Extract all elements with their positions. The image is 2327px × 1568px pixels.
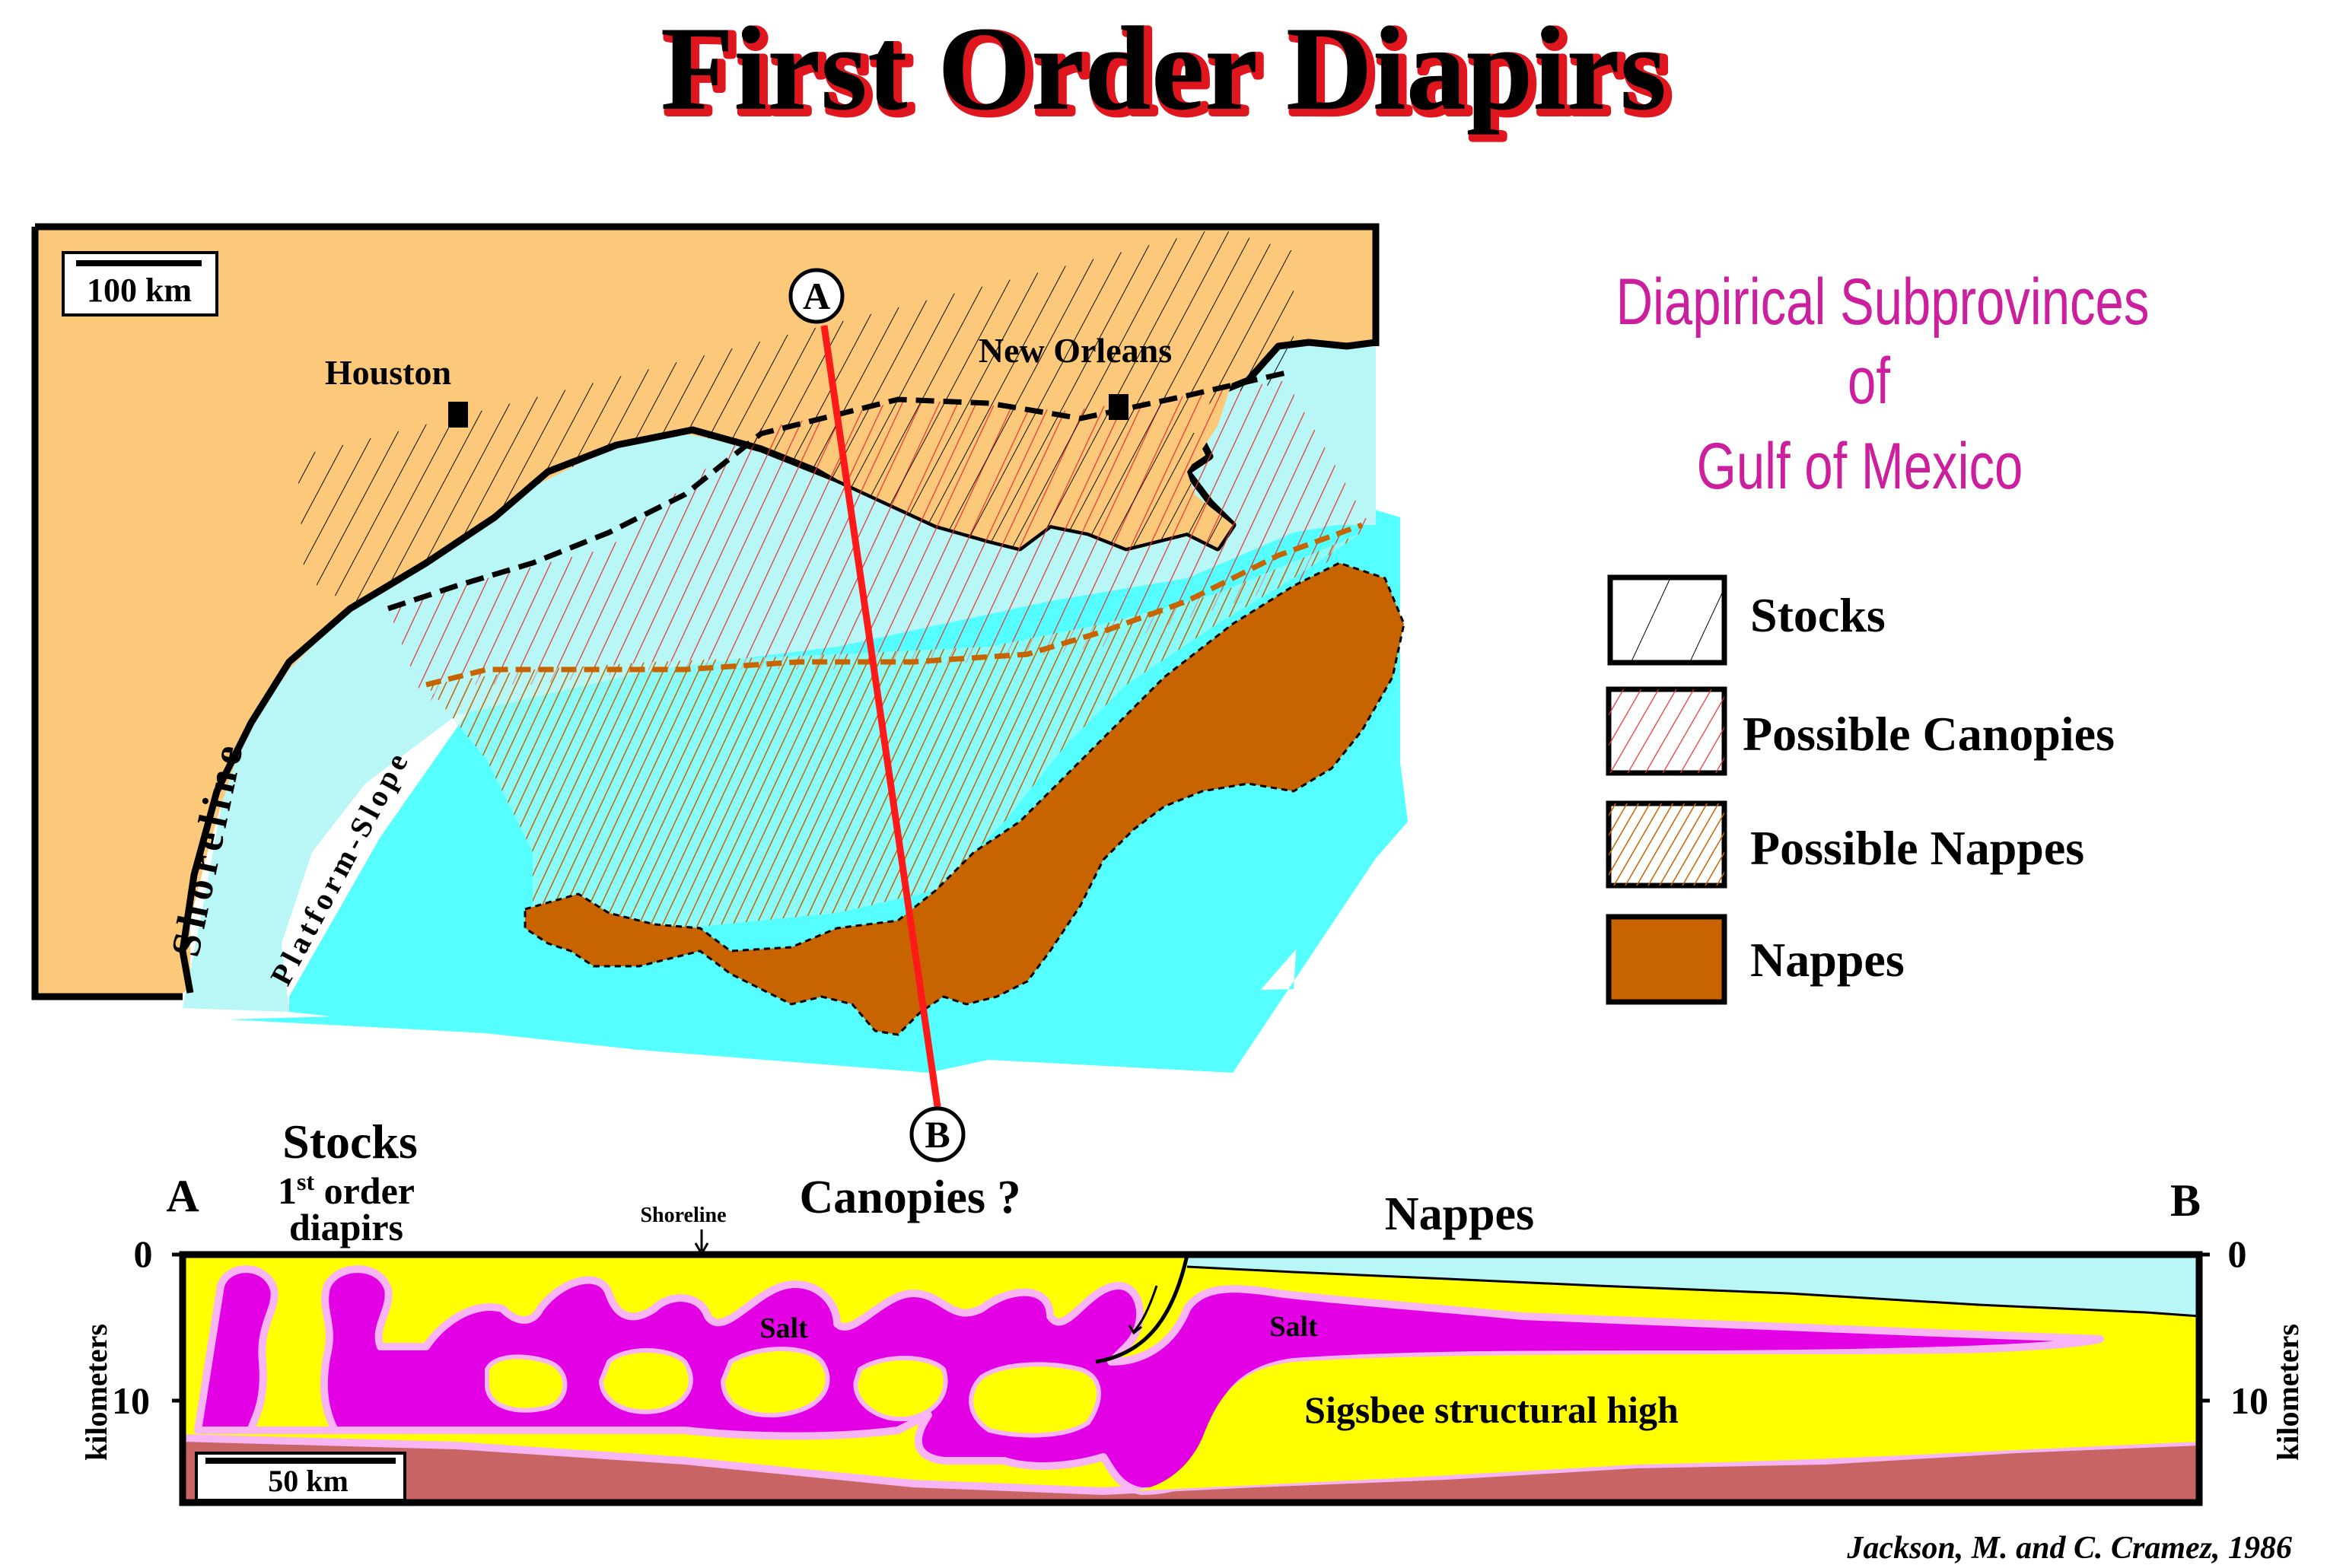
- svg-text:Possible Nappes: Possible Nappes: [1750, 821, 2084, 875]
- gulf-map: 100 km Houston New Orleans A B Shoreline…: [31, 223, 1408, 1162]
- svg-text:kilometers: kilometers: [79, 1324, 113, 1461]
- salt-body: [194, 1265, 2104, 1495]
- legend-item-possible-nappes: Possible Nappes: [1606, 800, 2084, 889]
- svg-text:0: 0: [134, 1232, 153, 1275]
- legend-item-possible-canopies: Possible Canopies: [1606, 686, 2115, 776]
- sigsbee-label: Sigsbee structural high: [1304, 1388, 1679, 1431]
- svg-text:Nappes: Nappes: [1750, 933, 1905, 987]
- point-b-marker: B: [909, 1106, 966, 1162]
- svg-text:A: A: [803, 275, 830, 317]
- svg-text:kilometers: kilometers: [2271, 1324, 2305, 1461]
- section-label-a: A: [166, 1171, 199, 1221]
- salt-label-1: Salt: [759, 1312, 808, 1344]
- shoreline-section-label: Shoreline: [640, 1204, 726, 1227]
- legend-title-line1: Diapirical Subprovinces: [1616, 266, 2150, 339]
- section-line: [820, 325, 943, 1118]
- cross-section: A B Stocks 1st order diapirs Shoreline C…: [79, 1115, 2305, 1506]
- diapirs-label: diapirs: [289, 1206, 403, 1248]
- salt-label-2: Salt: [1269, 1311, 1318, 1343]
- svg-text:First Order Diapirs: First Order Diapirs: [665, 6, 1671, 139]
- legend-title-line3: Gulf of Mexico: [1697, 430, 2023, 503]
- stocks-section-label: Stocks: [282, 1115, 418, 1169]
- houston-marker: [448, 402, 468, 428]
- svg-text:Possible Canopies: Possible Canopies: [1743, 707, 2115, 761]
- svg-text:10: 10: [2230, 1379, 2268, 1422]
- stocks-area: [297, 228, 1294, 609]
- map-scale-bar: 100 km: [62, 251, 218, 316]
- first-order-label: 1st order: [278, 1168, 415, 1212]
- legend-title-line2: of: [1848, 345, 1890, 418]
- page-title: First Order Diapirs First Order Diapirs: [661, 2, 1675, 143]
- new-orleans-label: New Orleans: [979, 331, 1172, 370]
- right-depth-axis: 0 10 kilometers: [2196, 1232, 2305, 1461]
- section-scale-bar: 50 km: [195, 1452, 406, 1502]
- svg-text:B: B: [925, 1113, 950, 1156]
- legend-item-stocks: Stocks: [1607, 574, 1886, 666]
- point-a-marker: A: [788, 268, 845, 324]
- page-title-text: First Order Diapirs: [661, 2, 1666, 135]
- legend-item-nappes: Nappes: [1606, 914, 1905, 1005]
- svg-text:Stocks: Stocks: [1750, 588, 1886, 642]
- houston-label: Houston: [325, 353, 451, 392]
- nappes-section-label: Nappes: [1385, 1188, 1534, 1240]
- svg-text:50 km: 50 km: [268, 1464, 349, 1498]
- legend: Diapirical Subprovinces of Gulf of Mexic…: [1606, 266, 2150, 1005]
- section-label-b: B: [2170, 1175, 2201, 1226]
- canopies-label: Canopies ?: [799, 1172, 1020, 1223]
- left-depth-axis: 0 10 kilometers: [79, 1232, 186, 1461]
- svg-text:100 km: 100 km: [87, 272, 192, 309]
- map-frame: [31, 223, 1380, 1000]
- new-orleans-marker: [1109, 394, 1128, 420]
- svg-text:10: 10: [112, 1379, 150, 1422]
- canopy-boundary: [425, 522, 1364, 688]
- svg-text:0: 0: [2228, 1232, 2247, 1275]
- citation: Jackson, M. and C. Cramez, 1986: [1846, 1531, 2292, 1566]
